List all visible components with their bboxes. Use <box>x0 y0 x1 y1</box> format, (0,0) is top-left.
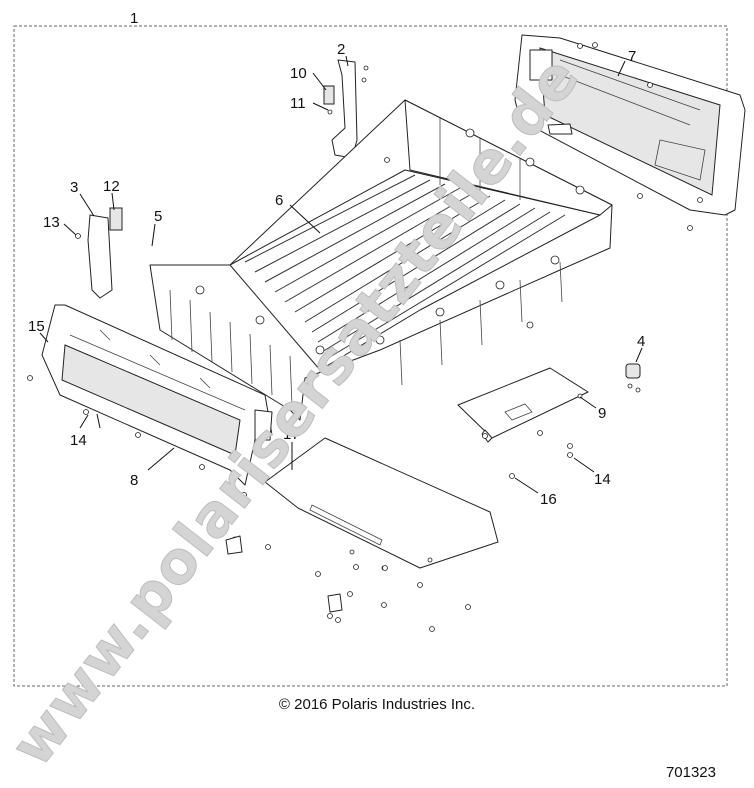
part-7-tailgate <box>514 34 746 231</box>
callout-8: 8 <box>130 472 138 489</box>
callout-2: 2 <box>337 41 345 58</box>
part-4-clip <box>625 363 641 393</box>
callout-17: 17 <box>283 426 300 443</box>
callout-3: 3 <box>70 179 78 196</box>
callout-10: 10 <box>290 65 307 82</box>
callout-9: 9 <box>598 405 606 422</box>
callout-11: 11 <box>290 95 306 112</box>
callout-15: 15 <box>28 318 45 335</box>
fasteners <box>225 430 573 632</box>
callout-6: 6 <box>275 192 283 209</box>
callout-5: 5 <box>154 208 162 225</box>
callout-13: 13 <box>43 214 60 231</box>
part-9-plate <box>457 321 589 443</box>
document-number: 701323 <box>665 764 716 781</box>
leader-lines <box>39 55 643 494</box>
callout-7: 7 <box>628 48 636 65</box>
diagram-frame <box>13 25 728 687</box>
callout-14-left: 14 <box>70 432 87 449</box>
part-3-bracket <box>75 207 123 299</box>
callout-12: 12 <box>103 178 120 195</box>
callout-16: 16 <box>540 491 557 508</box>
callout-4: 4 <box>637 333 645 350</box>
callout-labels: 1 2 3 4 5 6 7 8 9 10 11 12 13 14 14 15 1… <box>28 10 645 508</box>
callout-1: 1 <box>130 10 138 27</box>
callout-14-right: 14 <box>594 471 611 488</box>
part-2-bracket <box>323 59 369 159</box>
part-6-cargo-box <box>149 99 613 421</box>
copyright-notice: © 2016 Polaris Industries Inc. <box>278 696 476 713</box>
part-17-bottom-panel <box>264 437 499 571</box>
part-8-front-panel <box>27 304 273 498</box>
